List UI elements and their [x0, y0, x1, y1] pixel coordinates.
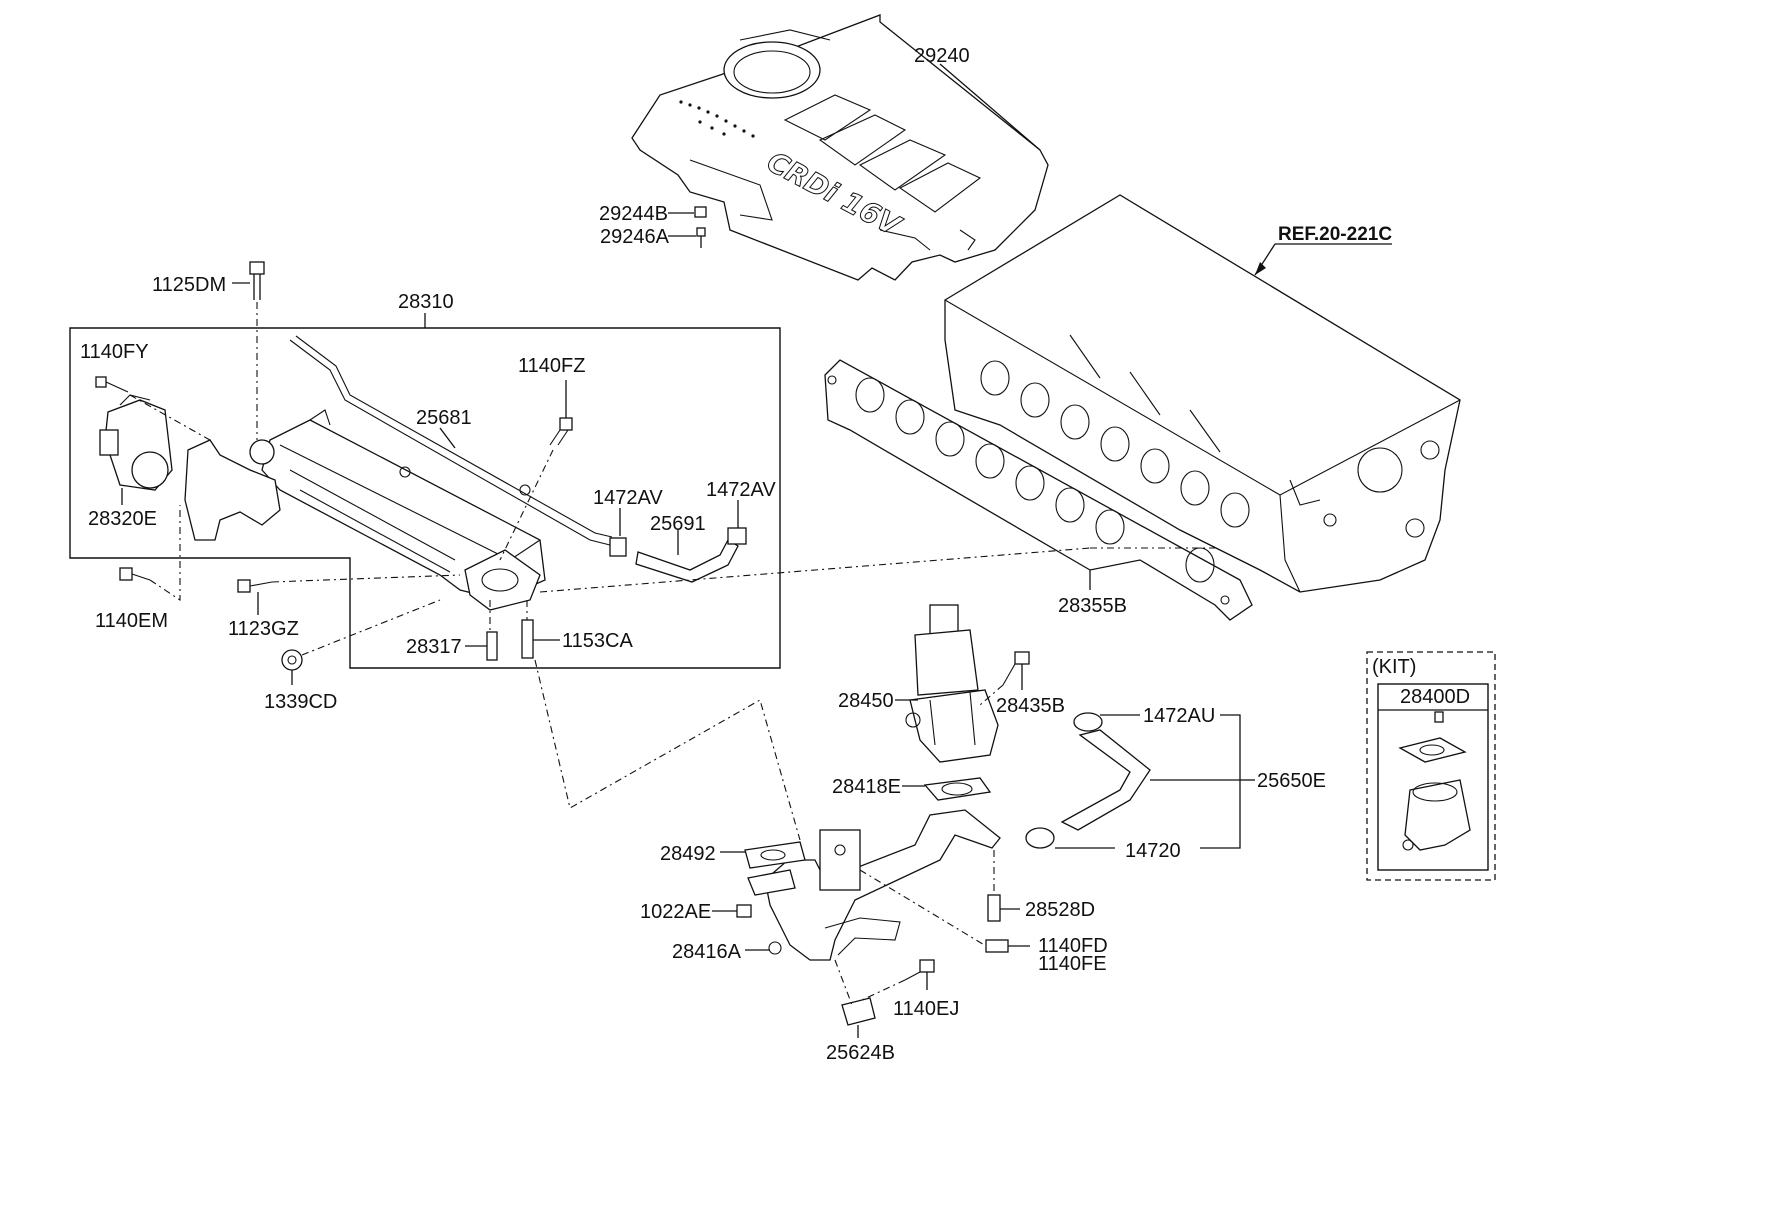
egr-pipe — [764, 809, 1001, 961]
label-1140fe: 1140FE — [1038, 953, 1107, 975]
nut-1022ae — [736, 904, 752, 918]
label-28450: 28450 — [838, 690, 894, 712]
label-28320e: 28320E — [88, 508, 157, 530]
bolt-1125dm — [249, 261, 265, 300]
label-25691: 25691 — [650, 513, 706, 535]
label-1472av-a: 1472AV — [593, 487, 663, 509]
bolt-1140em — [119, 567, 151, 581]
ref-label: REF.20-221C — [1278, 224, 1392, 245]
label-1022ae: 1022AE — [640, 901, 711, 923]
clamp-1472av-left — [609, 537, 627, 557]
clip-25624b — [841, 997, 876, 1026]
label-28528d: 28528D — [1025, 899, 1095, 921]
label-28416a: 28416A — [672, 941, 742, 963]
label-28435b: 28435B — [996, 695, 1065, 717]
label-29246a: 29246A — [600, 226, 670, 248]
label-29240: 29240 — [914, 45, 970, 67]
leader-29240 — [939, 63, 1041, 151]
bolt-1140ej — [904, 959, 935, 981]
label-1123gz: 1123GZ — [228, 618, 299, 640]
actuator-bracket — [184, 439, 281, 541]
label-28418e: 28418E — [832, 776, 901, 798]
label-1472au: 1472AU — [1143, 705, 1215, 727]
assembly-box-28310 — [69, 327, 781, 669]
bolt-1140fd — [985, 939, 1009, 953]
egr-valve — [905, 604, 999, 763]
bolt-28528d — [987, 894, 1001, 922]
kit-valve — [1398, 711, 1471, 851]
label-29244b: 29244B — [599, 203, 668, 225]
gasket-28418e — [923, 777, 992, 801]
kit-inner-box — [1377, 683, 1489, 871]
label-14720: 14720 — [1125, 840, 1181, 862]
hose-25650e — [1060, 729, 1151, 831]
nut-1339cd — [281, 649, 303, 671]
label-1339cd: 1339CD — [264, 691, 337, 713]
egr-cooler — [249, 409, 546, 611]
label-1140fy: 1140FY — [80, 341, 149, 363]
label-1472av-b: 1472AV — [706, 479, 776, 501]
stud-1153ca — [521, 619, 534, 659]
label-1153ca: 1153CA — [562, 630, 633, 652]
label-28492: 28492 — [660, 843, 716, 865]
cylinder-head — [944, 194, 1461, 593]
grommet-29244b — [694, 206, 707, 218]
kit-part-number: 28400D — [1400, 686, 1470, 708]
clamp-1472au — [1073, 712, 1103, 732]
label-1125dm: 1125DM — [152, 274, 226, 296]
label-28317: 28317 — [406, 636, 462, 658]
manifold-gasket — [824, 359, 1253, 621]
label-28310: 28310 — [398, 291, 454, 313]
stud-28317 — [486, 631, 498, 661]
label-1140fd: 1140FD — [1038, 935, 1108, 957]
label-1140em: 1140EM — [95, 610, 168, 632]
clamp-1472av-right — [727, 527, 747, 545]
coolant-pipe — [289, 339, 611, 546]
kit-title: (KIT) — [1372, 656, 1416, 678]
engine-cover: CRDi 16V — [631, 14, 1049, 281]
label-25624b: 25624B — [826, 1042, 895, 1064]
egr-actuator — [99, 394, 173, 491]
gasket-28492 — [744, 841, 806, 869]
label-28355b: 28355B — [1058, 595, 1127, 617]
kit-box — [1366, 651, 1496, 881]
label-25681: 25681 — [416, 407, 472, 429]
label-25650e: 25650E — [1257, 770, 1326, 792]
bolt-29246a — [696, 227, 706, 248]
hose-25691 — [635, 539, 739, 583]
label-1140fz: 1140FZ — [518, 355, 585, 377]
bolt-1123gz — [237, 579, 273, 593]
bolt-28435b — [1002, 651, 1030, 686]
label-1140ej: 1140EJ — [893, 998, 959, 1020]
clamp-14720 — [1025, 827, 1055, 849]
bolt-1140fz — [549, 417, 573, 446]
bolt-1140fy — [95, 376, 129, 393]
